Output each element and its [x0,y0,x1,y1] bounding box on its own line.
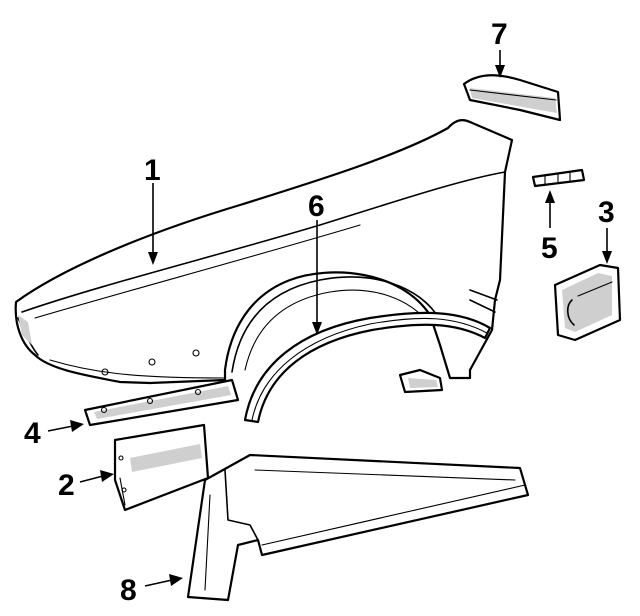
leader-8 [144,574,183,587]
callout-7: 7 [491,18,508,51]
leader-3 [602,228,612,264]
rocker-molding-part [186,453,530,602]
leader-1 [148,183,158,265]
end-molding-part [553,263,622,342]
callout-2: 2 [58,469,75,502]
wheel-opening-molding-part [243,311,492,424]
door-molding-part [113,423,210,512]
callout-8: 8 [120,574,137,607]
fender-part [14,118,514,394]
end-cap-part [462,74,562,122]
leader-6 [312,220,322,335]
leader-5 [545,190,555,228]
callout-1: 1 [144,154,161,187]
leader-4 [47,420,84,432]
callout-5: 5 [541,232,558,265]
callout-6: 6 [308,190,325,223]
small-trim-part [531,168,586,188]
leader-2 [79,470,114,483]
callout-4: 4 [24,417,41,450]
callout-3: 3 [598,196,615,229]
leader-7 [495,50,505,78]
fender-molding-part [83,378,240,427]
